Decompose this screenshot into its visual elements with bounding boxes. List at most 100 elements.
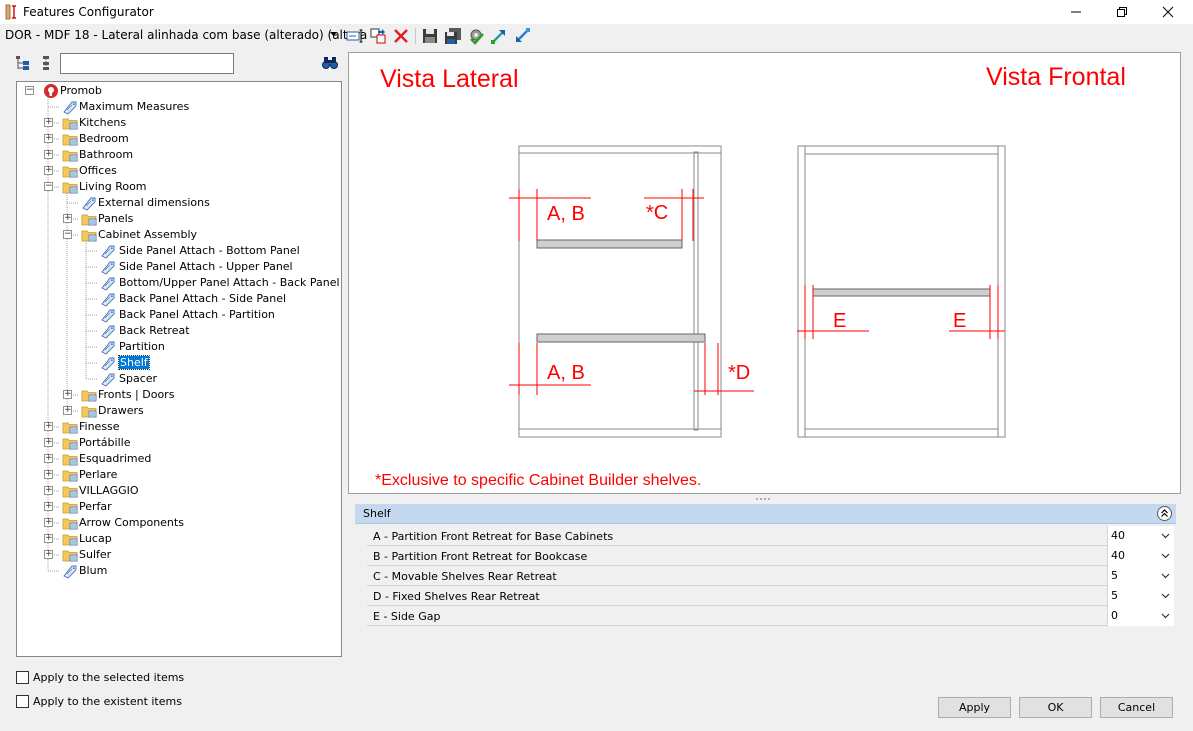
expand-icon[interactable]: + bbox=[63, 389, 72, 399]
tree-item[interactable]: +Perfar bbox=[17, 499, 337, 515]
chevron-down-icon[interactable] bbox=[1161, 613, 1170, 619]
tree-item[interactable]: Back Retreat bbox=[17, 323, 337, 339]
expand-icon[interactable]: + bbox=[44, 501, 53, 511]
ok-button[interactable]: OK bbox=[1019, 697, 1092, 718]
restore-button[interactable] bbox=[1099, 0, 1145, 24]
minimize-button[interactable] bbox=[1053, 0, 1099, 24]
tree-item[interactable]: +Bathroom bbox=[17, 147, 337, 163]
tree-item[interactable]: +Bedroom bbox=[17, 131, 337, 147]
copy-item-icon[interactable] bbox=[369, 27, 387, 45]
expand-icon[interactable]: + bbox=[63, 213, 72, 223]
tree-item[interactable]: −Living Room bbox=[17, 179, 337, 195]
cabinet-diagram: Vista Lateral Vista Frontal bbox=[375, 63, 1126, 489]
expand-icon[interactable]: + bbox=[44, 149, 53, 159]
front-dimension-marks bbox=[797, 285, 1005, 339]
tree-item[interactable]: External dimensions bbox=[17, 195, 337, 211]
expand-icon[interactable]: + bbox=[44, 517, 53, 527]
tree-item[interactable]: Maximum Measures bbox=[17, 99, 337, 115]
tree-item[interactable]: −Promob bbox=[17, 83, 337, 99]
tree-item[interactable]: +Sulfer bbox=[17, 547, 337, 563]
tree-item-label: Partition bbox=[119, 340, 165, 353]
tree-item[interactable]: +Perlare bbox=[17, 467, 337, 483]
tree-item[interactable]: +Lucap bbox=[17, 531, 337, 547]
expand-icon[interactable]: + bbox=[44, 133, 53, 143]
tree-item[interactable]: Bottom/Upper Panel Attach - Back Panel bbox=[17, 275, 340, 291]
tree-item[interactable]: +Finesse bbox=[17, 419, 337, 435]
collapse-icon[interactable]: − bbox=[25, 85, 34, 95]
tree-item[interactable]: Blum bbox=[17, 563, 337, 579]
collapse-group-button[interactable] bbox=[1157, 506, 1172, 521]
tree-item[interactable]: +Arrow Components bbox=[17, 515, 337, 531]
expand-icon[interactable]: + bbox=[44, 165, 53, 175]
apply-selected-option[interactable]: Apply to the selected items bbox=[16, 669, 184, 685]
tree-item[interactable]: Side Panel Attach - Bottom Panel bbox=[17, 243, 337, 259]
folder-icon bbox=[81, 230, 97, 242]
project-combo[interactable]: DOR - MDF 18 - Lateral alinhada com base… bbox=[5, 28, 368, 42]
rename-icon[interactable] bbox=[346, 27, 364, 45]
expand-icon[interactable]: + bbox=[63, 405, 72, 415]
close-button[interactable] bbox=[1145, 0, 1191, 24]
chevron-down-icon[interactable] bbox=[1161, 533, 1170, 539]
chevron-down-icon[interactable] bbox=[1161, 593, 1170, 599]
expand-icon[interactable]: + bbox=[44, 469, 53, 479]
export-icon[interactable] bbox=[490, 27, 508, 45]
tree-item[interactable]: +Drawers bbox=[17, 403, 337, 419]
tree-item[interactable]: Side Panel Attach - Upper Panel bbox=[17, 259, 337, 275]
expand-icon[interactable]: + bbox=[44, 533, 53, 543]
expand-icon[interactable]: + bbox=[44, 437, 53, 447]
save-all-icon[interactable] bbox=[444, 27, 462, 45]
save-icon[interactable] bbox=[421, 27, 439, 45]
property-value-select[interactable]: 0 bbox=[1107, 606, 1174, 626]
tree-item[interactable]: +Offices bbox=[17, 163, 337, 179]
search-input[interactable] bbox=[60, 53, 234, 74]
chevron-down-icon[interactable] bbox=[330, 32, 337, 36]
tree-item[interactable]: Spacer bbox=[17, 371, 337, 387]
property-value-select[interactable]: 5 bbox=[1107, 566, 1174, 586]
expand-all-icon[interactable] bbox=[15, 55, 31, 71]
expand-icon[interactable]: + bbox=[44, 453, 53, 463]
tree-item[interactable]: Shelf bbox=[17, 355, 337, 371]
binoculars-icon[interactable] bbox=[322, 56, 338, 70]
chevron-down-icon[interactable] bbox=[1161, 573, 1170, 579]
properties-group-header[interactable]: Shelf bbox=[355, 504, 1176, 524]
folder-icon bbox=[62, 182, 78, 194]
apply-selected-checkbox[interactable] bbox=[16, 670, 29, 684]
tree-item[interactable]: Partition bbox=[17, 339, 337, 355]
tree-item[interactable]: +Fronts | Doors bbox=[17, 387, 337, 403]
tree-item[interactable]: + Kitchens bbox=[17, 115, 337, 131]
expand-icon[interactable]: + bbox=[44, 117, 53, 127]
tree-item[interactable]: Back Panel Attach - Side Panel bbox=[17, 291, 337, 307]
tree-item[interactable]: +VILLAGGIO bbox=[17, 483, 337, 499]
property-value: 5 bbox=[1111, 569, 1118, 582]
tree-item[interactable]: +Portábille bbox=[17, 435, 337, 451]
tree-item-label: Back Panel Attach - Side Panel bbox=[119, 292, 287, 305]
splitter-grip[interactable] bbox=[755, 497, 773, 501]
import-icon[interactable] bbox=[513, 27, 531, 45]
settings-check-icon[interactable] bbox=[467, 27, 485, 45]
app-icon bbox=[5, 4, 16, 20]
property-name: D - Fixed Shelves Rear Retreat bbox=[373, 590, 540, 603]
apply-existent-checkbox[interactable] bbox=[16, 694, 29, 708]
collapse-icon[interactable]: − bbox=[44, 181, 53, 191]
tree-item-label: Kitchens bbox=[79, 116, 127, 129]
expand-icon[interactable]: + bbox=[44, 421, 53, 431]
expand-icon[interactable]: + bbox=[44, 485, 53, 495]
collapse-all-icon[interactable] bbox=[40, 55, 54, 71]
apply-button[interactable]: Apply bbox=[938, 697, 1011, 718]
tree-item[interactable]: +Panels bbox=[17, 211, 337, 227]
delete-icon[interactable] bbox=[392, 27, 410, 45]
tree-item[interactable]: +Esquadrimed bbox=[17, 451, 337, 467]
collapse-icon[interactable]: − bbox=[63, 229, 72, 239]
expand-icon[interactable]: + bbox=[44, 549, 53, 559]
property-value-select[interactable]: 5 bbox=[1107, 586, 1174, 606]
tree-item[interactable]: Back Panel Attach - Partition bbox=[17, 307, 337, 323]
side-dimension-marks bbox=[509, 189, 754, 395]
property-value-select[interactable]: 40 bbox=[1107, 526, 1174, 546]
property-value-select[interactable]: 40 bbox=[1107, 546, 1174, 566]
folder-icon bbox=[62, 118, 78, 130]
apply-existent-option[interactable]: Apply to the existent items bbox=[16, 693, 182, 709]
tree-item[interactable]: −Cabinet Assembly bbox=[17, 227, 337, 243]
chevron-down-icon[interactable] bbox=[1161, 553, 1170, 559]
cancel-button[interactable]: Cancel bbox=[1100, 697, 1173, 718]
